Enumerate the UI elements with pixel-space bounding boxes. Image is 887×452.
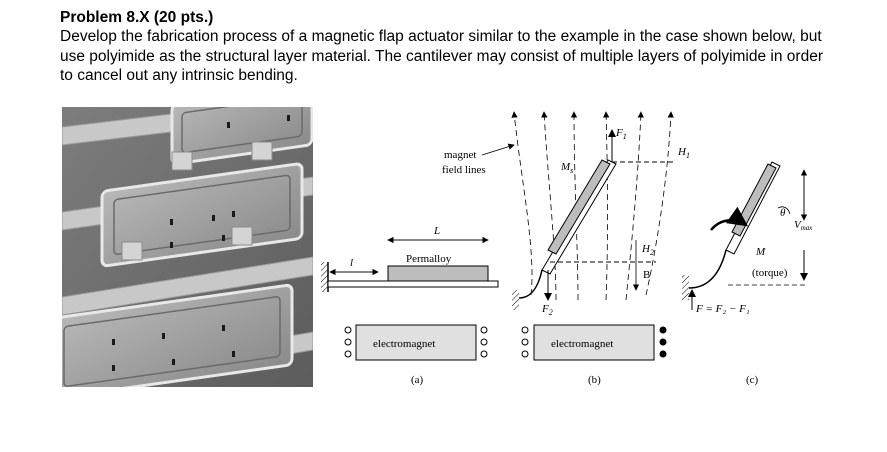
f1-sub: 1 — [623, 132, 627, 141]
ms-label: M — [560, 161, 571, 173]
torque-label: (torque) — [752, 267, 788, 279]
svg-text:H2: H2 — [641, 243, 654, 257]
electromagnet-label-b: electromagnet — [551, 338, 613, 350]
electromagnet-a — [355, 324, 477, 361]
vmax-label: V — [794, 219, 802, 231]
problem-title: Problem 8.X (20 pts.) — [60, 9, 214, 26]
field-lines-label-2: field lines — [442, 164, 486, 176]
vmax-sub: max — [801, 224, 814, 232]
caption-b: (b) — [588, 374, 601, 386]
permalloy-label: Permalloy — [406, 253, 452, 265]
problem-statement: Problem 8.X (20 pts.) Develop the fabric… — [60, 8, 830, 86]
cantilever-b — [541, 159, 617, 275]
svg-text:Ms: Ms — [560, 161, 573, 175]
permalloy-c — [731, 163, 777, 237]
permalloy-block — [387, 265, 489, 282]
problem-body: Develop the fabrication process of a mag… — [60, 28, 823, 84]
h1-label: H — [677, 146, 687, 158]
permalloy-b — [547, 159, 611, 255]
panel-a: Permalloy L l electromagnet (a) — [321, 225, 499, 386]
ms-sub: s — [570, 166, 573, 175]
svg-text:F2: F2 — [541, 303, 553, 317]
force-label: F = F₂ − F₁ — [695, 303, 750, 315]
svg-text:H1: H1 — [677, 146, 690, 160]
h2-sub: 2 — [650, 248, 654, 257]
h2-label: H — [641, 243, 651, 255]
anchor-wall-c — [682, 275, 689, 300]
length-label: L — [433, 225, 440, 237]
m-label: M — [755, 246, 766, 258]
anchor-wall-a — [321, 262, 328, 292]
f2-sub: 2 — [549, 308, 553, 317]
h1-sub: 1 — [686, 151, 690, 160]
electromagnet-b — [533, 324, 655, 361]
field-lines-label-1: magnet — [444, 149, 476, 161]
actuator-diagram: Permalloy L l electromagnet (a) — [321, 111, 813, 386]
field-lines — [511, 111, 674, 301]
f2-label: F — [541, 303, 549, 315]
f1-label: F — [615, 127, 623, 139]
panel-b: magnet field lines Ms F1 F2 H1 H2 B elec… — [442, 111, 690, 386]
panel-c: θ Vmax M (torque) F = F₂ − F₁ (c) — [682, 161, 813, 386]
cantilever-a — [327, 280, 499, 288]
svg-text:Vmax: Vmax — [794, 219, 813, 232]
b-label: B — [643, 269, 650, 281]
theta-label: θ — [780, 207, 786, 219]
caption-a: (a) — [411, 374, 424, 386]
svg-text:F1: F1 — [615, 127, 627, 141]
anchor-wall-b — [512, 290, 519, 310]
caption-c: (c) — [746, 374, 759, 386]
offset-label: l — [350, 257, 353, 269]
electromagnet-label-a: electromagnet — [373, 338, 435, 350]
torque-arrow — [710, 206, 749, 231]
sem-photo — [62, 107, 313, 387]
